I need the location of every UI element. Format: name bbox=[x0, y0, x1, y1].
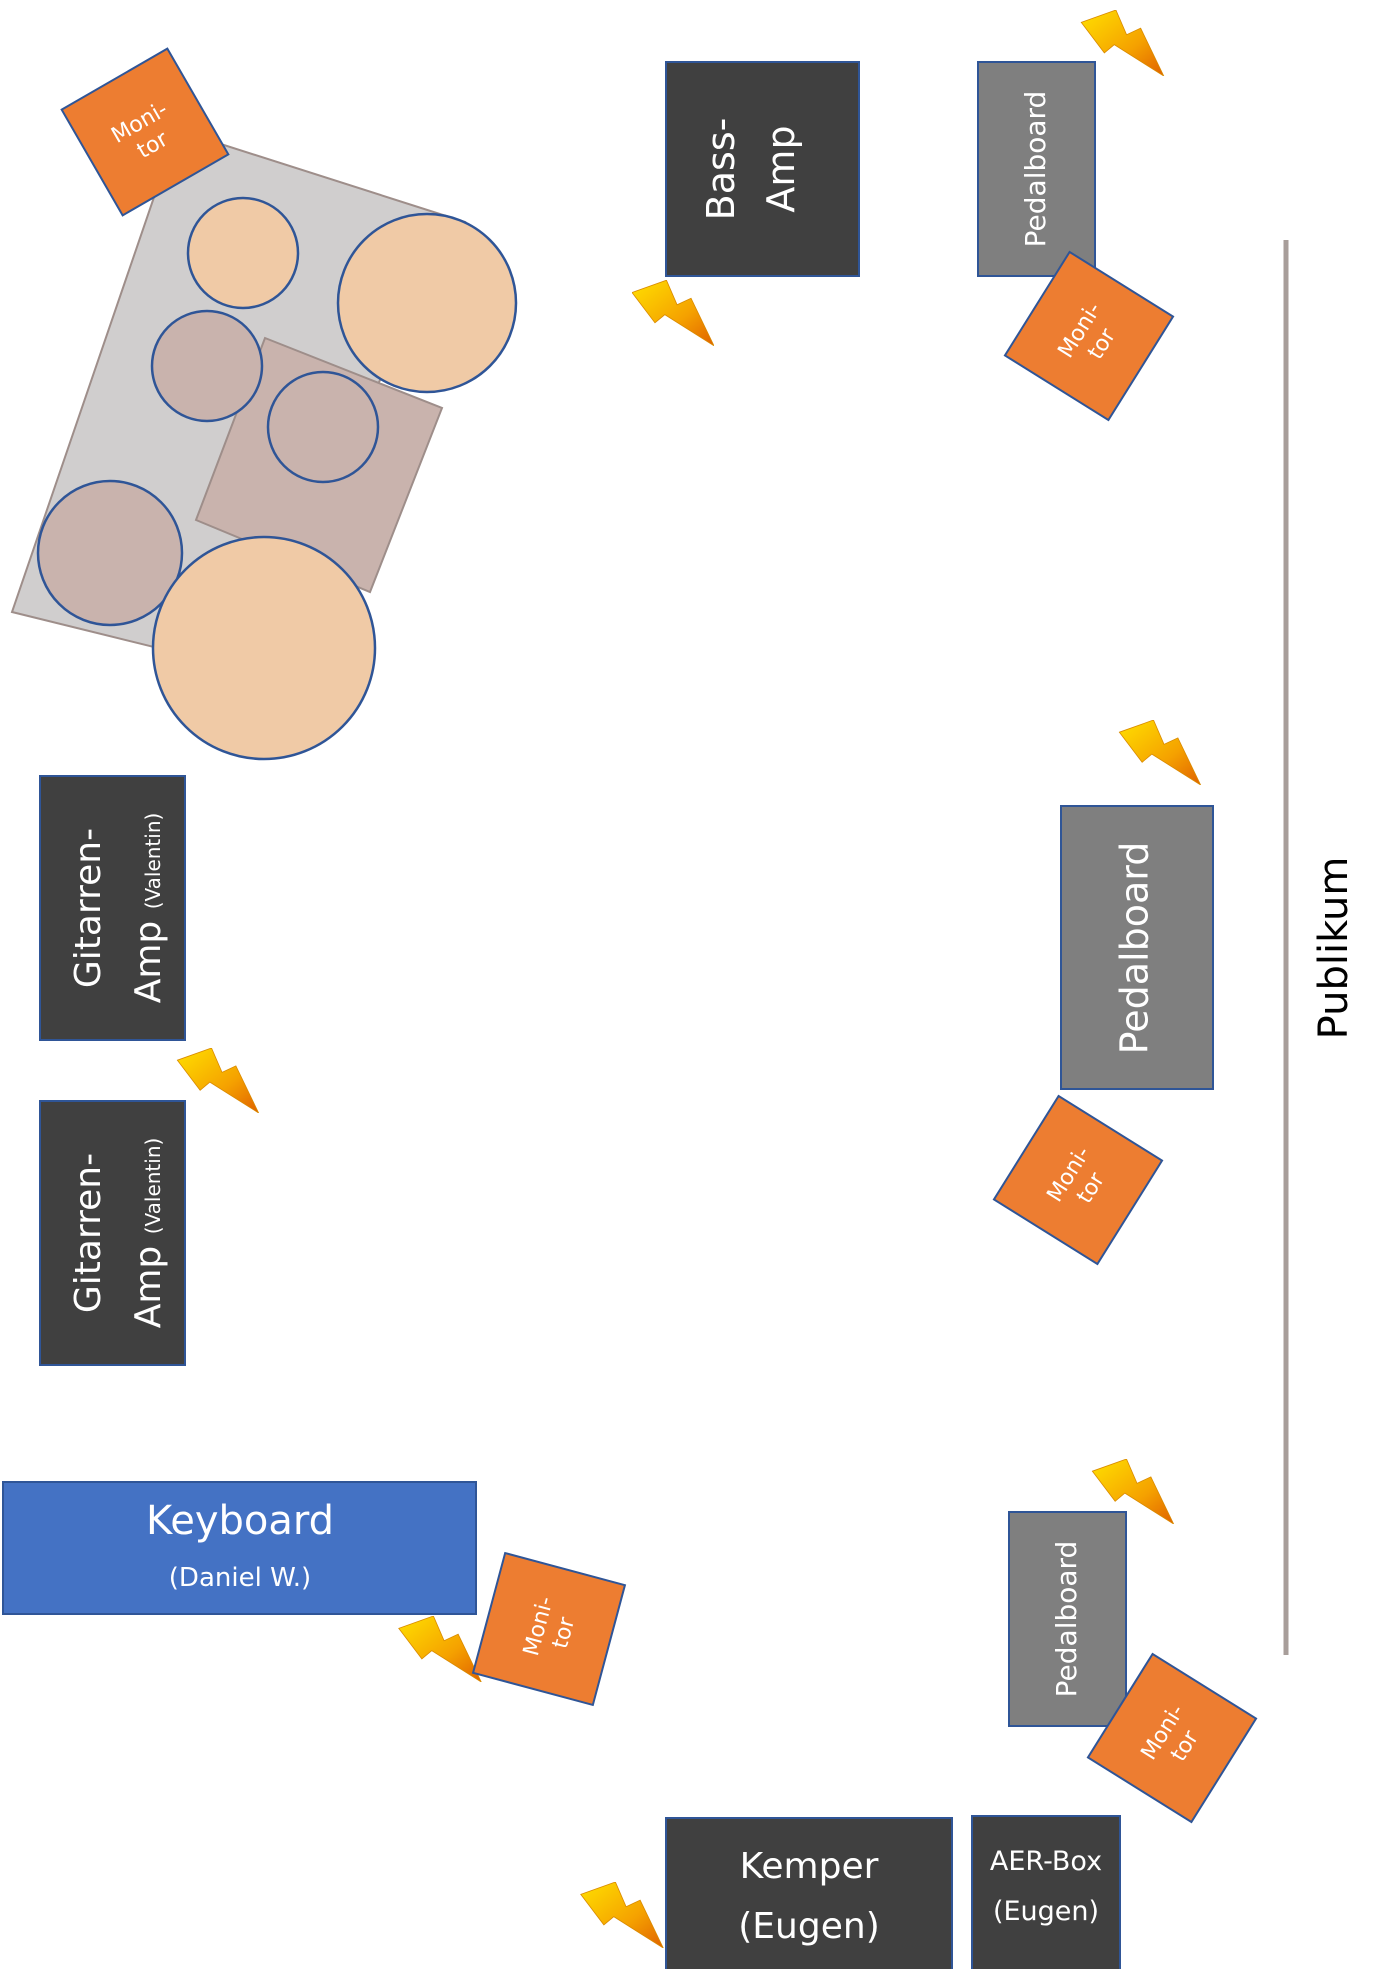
bass-amp: Bass- Amp bbox=[665, 61, 860, 277]
bass-amp-line2: Amp bbox=[759, 125, 803, 212]
guitar-amp-2-line2: Amp (Valentin) bbox=[128, 1138, 169, 1329]
guitar-amp-2: Gitarren- Amp (Valentin) bbox=[39, 1100, 186, 1366]
bass-amp-line1: Bass- bbox=[699, 118, 743, 221]
pedalboard-middle: Pedalboard bbox=[1060, 805, 1214, 1090]
drum-kit bbox=[10, 128, 518, 761]
kemper-line1: Kemper bbox=[740, 1846, 879, 1887]
kemper-line2: (Eugen) bbox=[738, 1906, 879, 1947]
guitar-amp-1-line1: Gitarren- bbox=[68, 828, 109, 988]
pedalboard-middle-label: Pedalboard bbox=[1113, 842, 1157, 1055]
aer-box-line2: (Eugen) bbox=[993, 1896, 1099, 1927]
pedalboard-top: Pedalboard bbox=[977, 61, 1096, 277]
keyboard-name: Keyboard bbox=[146, 1498, 334, 1544]
monitor-middle-right: Moni- tor bbox=[992, 1094, 1164, 1266]
tom-2 bbox=[266, 370, 380, 484]
audience-label: Publikum bbox=[1311, 857, 1357, 1040]
pedalboard-top-label: Pedalboard bbox=[1019, 91, 1052, 248]
pedalboard-bottom: Pedalboard bbox=[1008, 1511, 1127, 1727]
lightning-bolt-icon bbox=[1118, 720, 1202, 785]
guitar-amp-1: Gitarren- Amp (Valentin) bbox=[39, 775, 186, 1041]
lightning-bolt-icon bbox=[580, 1882, 664, 1948]
guitar-amp-2-line1: Gitarren- bbox=[68, 1153, 109, 1313]
monitor-keyboard: Moni- tor bbox=[471, 1551, 627, 1707]
keyboard-owner: (Daniel W.) bbox=[169, 1563, 311, 1593]
cymbal-3 bbox=[151, 535, 377, 761]
cymbal-2 bbox=[336, 212, 518, 394]
aer-box-line1: AER-Box bbox=[990, 1846, 1102, 1877]
keyboard: Keyboard (Daniel W.) bbox=[2, 1481, 477, 1615]
monitor-bottom-right: Moni- tor bbox=[1086, 1652, 1258, 1824]
pedalboard-bottom-label: Pedalboard bbox=[1050, 1541, 1083, 1698]
lightning-bolt-icon bbox=[398, 1616, 482, 1682]
floor-tom bbox=[36, 479, 184, 627]
monitor-drums: Moni- tor bbox=[60, 47, 230, 217]
cymbal-1 bbox=[186, 196, 300, 310]
guitar-amp-1-line2: Amp (Valentin) bbox=[128, 813, 169, 1004]
kemper: Kemper (Eugen) bbox=[665, 1817, 953, 1969]
lightning-bolt-icon bbox=[176, 1048, 260, 1113]
aer-box: AER-Box (Eugen) bbox=[971, 1815, 1121, 1969]
monitor-top-right: Moni- tor bbox=[1003, 250, 1175, 422]
lightning-bolt-icon bbox=[632, 280, 714, 346]
tom-1 bbox=[150, 309, 264, 423]
